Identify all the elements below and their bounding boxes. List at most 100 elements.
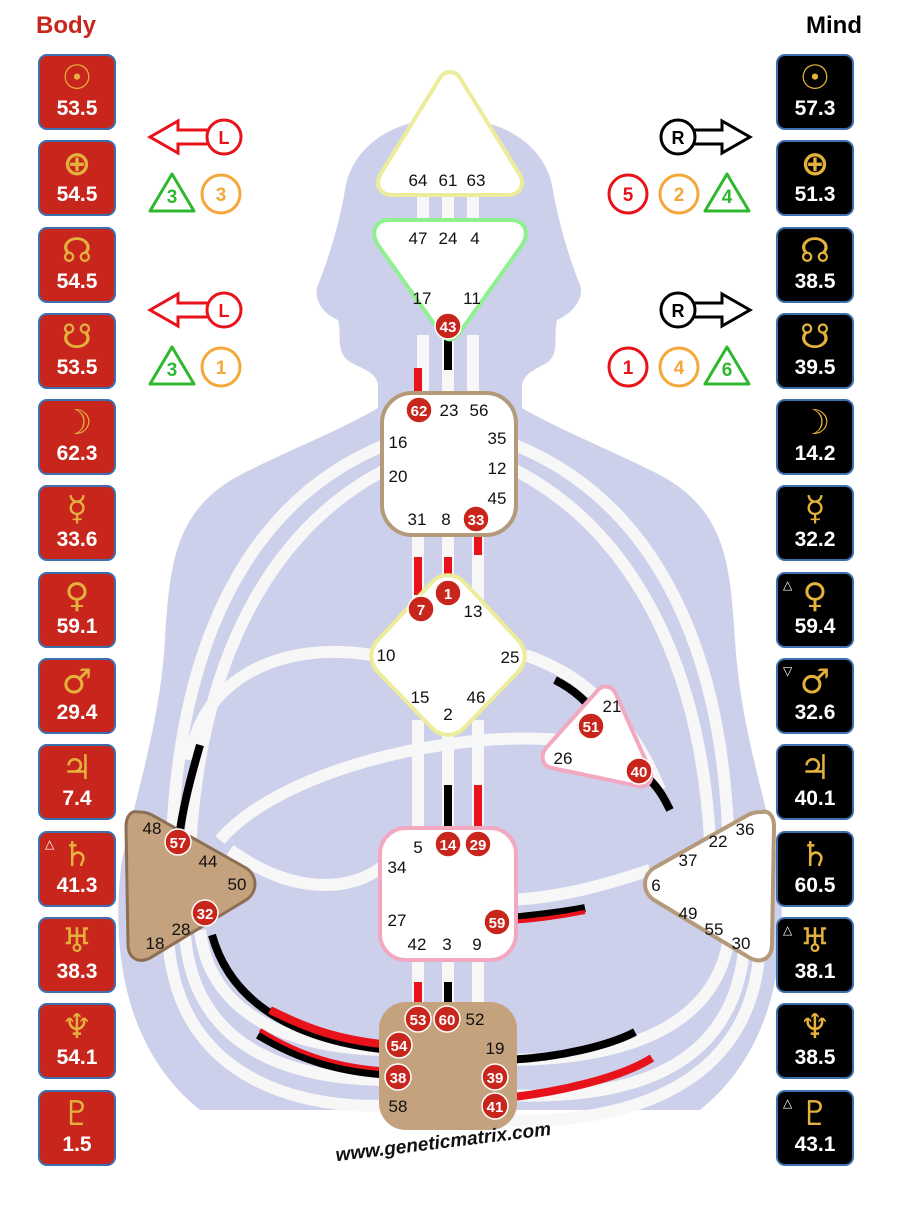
gate-31[interactable]: 31 <box>408 510 427 529</box>
gate-35[interactable]: 35 <box>488 429 507 448</box>
gate-33[interactable]: 33 <box>462 505 490 533</box>
mind-planet-1[interactable]: ☉57.3 <box>776 54 854 130</box>
gate-7[interactable]: 7 <box>407 595 435 623</box>
gate-10[interactable]: 10 <box>377 646 396 665</box>
gate-50[interactable]: 50 <box>228 875 247 894</box>
gate-26[interactable]: 26 <box>554 749 573 768</box>
body-planet-13[interactable]: ♇1.5 <box>38 1089 116 1166</box>
gate-2[interactable]: 2 <box>443 705 452 724</box>
gate-6[interactable]: 6 <box>651 876 660 895</box>
mind-planet-8[interactable]: ▽♂32.6 <box>776 658 854 735</box>
gate-60[interactable]: 60 <box>433 1005 461 1033</box>
gate-41[interactable]: 41 <box>481 1092 509 1120</box>
gate-54[interactable]: 54 <box>385 1031 413 1059</box>
mind-planet-3[interactable]: ☊38.5 <box>776 226 854 303</box>
gate-23[interactable]: 23 <box>440 401 459 420</box>
mind-planet-9[interactable]: ♃40.1 <box>776 744 854 821</box>
mind-planet-2[interactable]: ⊕51.3 <box>776 140 854 217</box>
gate-25[interactable]: 25 <box>501 648 520 667</box>
gate-36[interactable]: 36 <box>736 820 755 839</box>
gate-3[interactable]: 3 <box>442 935 451 954</box>
gate-55[interactable]: 55 <box>705 920 724 939</box>
gate-49[interactable]: 49 <box>679 904 698 923</box>
mind-planet-6[interactable]: ☿32.2 <box>776 485 854 562</box>
gate-61[interactable]: 61 <box>439 171 458 190</box>
gate-64[interactable]: 64 <box>409 171 428 190</box>
gate-14[interactable]: 14 <box>434 830 462 858</box>
body-planet-11[interactable]: ♅38.3 <box>38 916 116 993</box>
gate-28[interactable]: 28 <box>172 920 191 939</box>
gate-11[interactable]: 11 <box>463 289 481 308</box>
mind-planet-7[interactable]: △♀59.4 <box>776 571 854 648</box>
gate-52[interactable]: 52 <box>466 1010 485 1029</box>
gate-30[interactable]: 30 <box>732 934 751 953</box>
body-planet-8[interactable]: ♂29.4 <box>38 658 116 735</box>
gate-58[interactable]: 58 <box>389 1097 408 1116</box>
mind-planet-12[interactable]: ♆38.5 <box>776 1003 854 1080</box>
gate-21[interactable]: 21 <box>603 697 622 716</box>
gate-number: 52 <box>466 1010 485 1029</box>
variable-triangle-icon <box>703 345 751 386</box>
gate-57[interactable]: 57 <box>164 828 192 856</box>
gate-38[interactable]: 38 <box>384 1063 412 1091</box>
gate-34[interactable]: 34 <box>388 858 407 877</box>
gate-43[interactable]: 43 <box>434 312 462 340</box>
body-planet-2[interactable]: ⊕54.5 <box>38 140 116 217</box>
gate-63[interactable]: 63 <box>467 171 486 190</box>
gate-51[interactable]: 51 <box>577 712 605 740</box>
mind-planet-11[interactable]: △♅38.1 <box>776 916 854 993</box>
body-planet-1[interactable]: ☉53.5 <box>38 54 116 130</box>
body-planet-4[interactable]: ☋53.5 <box>38 312 116 389</box>
gate-48[interactable]: 48 <box>143 819 162 838</box>
gate-16[interactable]: 16 <box>389 433 408 452</box>
gate-8[interactable]: 8 <box>441 510 450 529</box>
body-planet-3[interactable]: ☊54.5 <box>38 226 116 303</box>
gate-39[interactable]: 39 <box>481 1063 509 1091</box>
gate-20[interactable]: 20 <box>389 467 408 486</box>
gate-1[interactable]: 1 <box>434 579 462 607</box>
planet-gate-value: 54.5 <box>56 269 98 293</box>
mind-planet-10[interactable]: ♄60.5 <box>776 830 854 907</box>
planet-gate-value: 33.6 <box>56 528 98 552</box>
gate-12[interactable]: 12 <box>488 459 507 478</box>
gate-18[interactable]: 18 <box>146 934 165 953</box>
gate-37[interactable]: 37 <box>679 851 698 870</box>
body-planet-7[interactable]: ♀59.1 <box>38 571 116 648</box>
mind-planet-5[interactable]: ☽14.2 <box>776 399 854 476</box>
gate-45[interactable]: 45 <box>488 489 507 508</box>
mind-planet-13[interactable]: △♇43.1 <box>776 1089 854 1166</box>
body-planet-12[interactable]: ♆54.1 <box>38 1003 116 1080</box>
gate-5[interactable]: 5 <box>413 838 422 857</box>
gate-activation-dot <box>407 595 435 623</box>
gate-17[interactable]: 17 <box>413 289 432 308</box>
gate-29[interactable]: 29 <box>464 830 492 858</box>
gate-15[interactable]: 15 <box>411 688 430 707</box>
gate-9[interactable]: 9 <box>472 935 481 954</box>
planet-gate-value: 43.1 <box>794 1132 836 1156</box>
gate-59[interactable]: 59 <box>483 908 511 936</box>
gate-13[interactable]: 13 <box>464 602 483 621</box>
body-planet-6[interactable]: ☿33.6 <box>38 485 116 562</box>
gate-22[interactable]: 22 <box>709 832 728 851</box>
gate-19[interactable]: 19 <box>486 1039 505 1058</box>
body-planet-10[interactable]: △♄41.3 <box>38 830 116 907</box>
gate-32[interactable]: 32 <box>191 899 219 927</box>
gate-number: 53 <box>410 1012 427 1029</box>
gate-42[interactable]: 42 <box>408 935 427 954</box>
body-planet-5[interactable]: ☽62.3 <box>38 399 116 476</box>
gate-number: 24 <box>439 229 458 248</box>
gate-47[interactable]: 47 <box>409 229 428 248</box>
mind-planet-4[interactable]: ☋39.5 <box>776 312 854 389</box>
gate-62[interactable]: 62 <box>405 396 433 424</box>
gate-53[interactable]: 53 <box>404 1005 432 1033</box>
gate-27[interactable]: 27 <box>388 911 407 930</box>
gate-44[interactable]: 44 <box>199 852 218 871</box>
gate-46[interactable]: 46 <box>467 688 486 707</box>
gate-56[interactable]: 56 <box>470 401 489 420</box>
planet-glyph-icon: ♇ <box>799 1093 831 1134</box>
gate-40[interactable]: 40 <box>625 757 653 785</box>
gate-number: 28 <box>172 920 191 939</box>
gate-4[interactable]: 4 <box>470 229 479 248</box>
gate-24[interactable]: 24 <box>439 229 458 248</box>
body-planet-9[interactable]: ♃7.4 <box>38 744 116 821</box>
